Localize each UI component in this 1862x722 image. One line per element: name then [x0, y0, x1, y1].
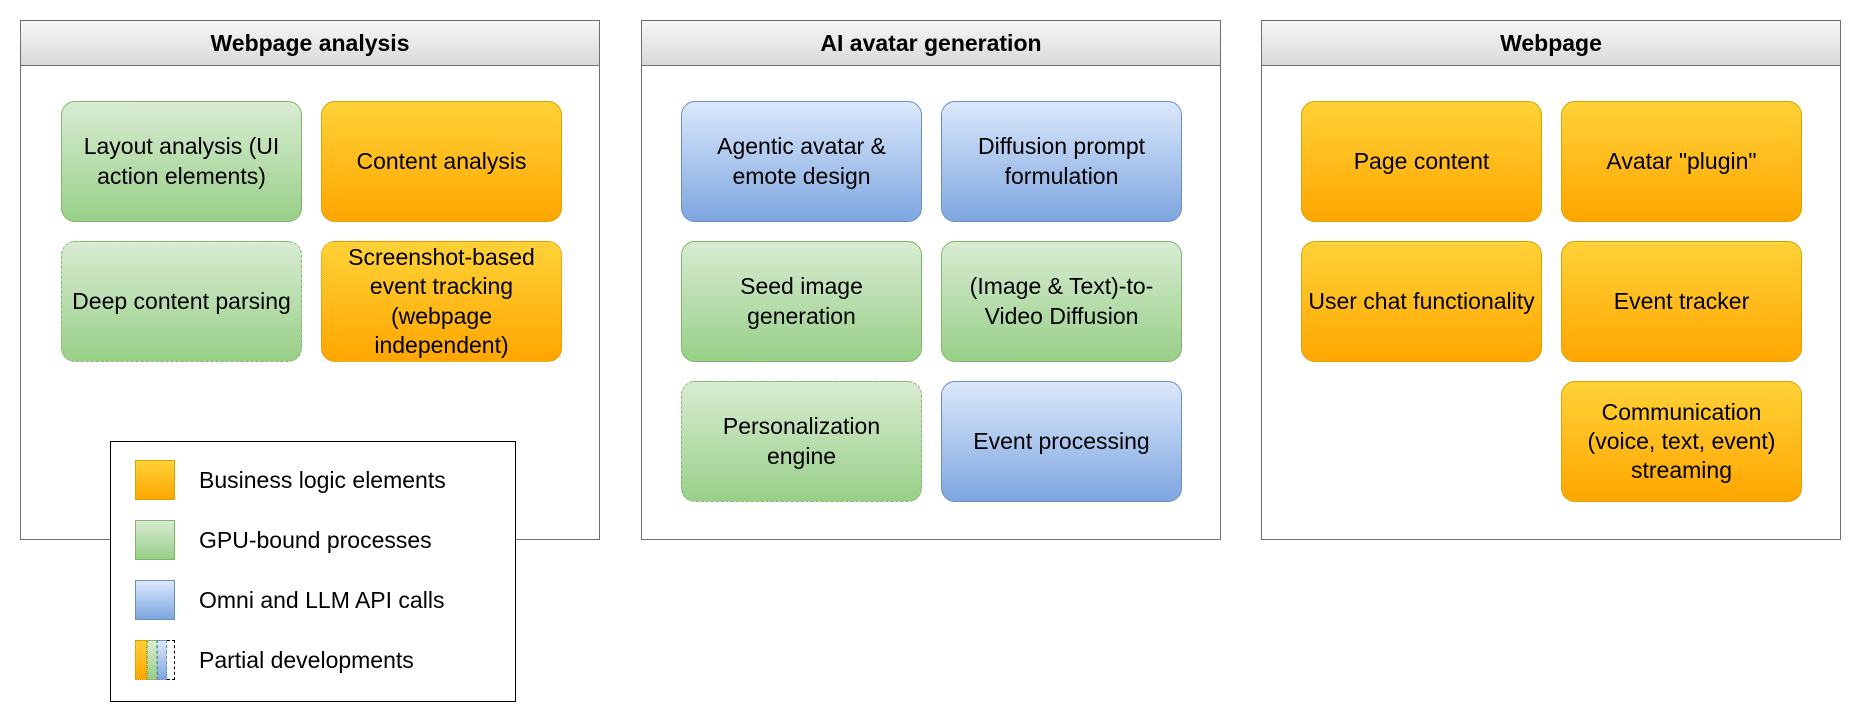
- legend-label: Partial developments: [199, 646, 414, 673]
- card-diffusion-prompt: Diffusion prompt formulation: [941, 101, 1182, 222]
- card-event-processing: Event processing: [941, 381, 1182, 502]
- legend-item-gpu-bound: GPU-bound processes: [111, 520, 432, 560]
- card-avatar-plugin: Avatar "plugin": [1561, 101, 1802, 222]
- legend: Business logic elements GPU-bound proces…: [110, 441, 516, 702]
- card-layout-analysis: Layout analysis (UI action elements): [61, 101, 302, 222]
- card-content-analysis: Content analysis: [321, 101, 562, 222]
- card-user-chat: User chat functionality: [1301, 241, 1542, 362]
- card-image-text-video-diffusion: (Image & Text)-to-Video Diffusion: [941, 241, 1182, 362]
- legend-label: Omni and LLM API calls: [199, 586, 445, 613]
- legend-label: GPU-bound processes: [199, 526, 432, 553]
- swatch-business-logic: [135, 460, 175, 500]
- swatch-api-calls: [135, 580, 175, 620]
- panel-title: Webpage: [1262, 21, 1840, 66]
- card-seed-image-generation: Seed image generation: [681, 241, 922, 362]
- card-screenshot-event-tracking: Screenshot-based event tracking (webpage…: [321, 241, 562, 362]
- card-event-tracker: Event tracker: [1561, 241, 1802, 362]
- swatch-gpu-bound: [135, 520, 175, 560]
- swatch-partial-developments: [135, 640, 175, 680]
- card-communication-streaming: Communication (voice, text, event) strea…: [1561, 381, 1802, 502]
- panel-ai-avatar-generation: AI avatar generation Agentic avatar & em…: [641, 20, 1221, 540]
- legend-item-api-calls: Omni and LLM API calls: [111, 580, 444, 620]
- legend-item-business-logic: Business logic elements: [111, 460, 446, 500]
- panel-title: Webpage analysis: [21, 21, 599, 66]
- panel-webpage: Webpage Page content Avatar "plugin" Use…: [1261, 20, 1841, 540]
- legend-label: Business logic elements: [199, 466, 446, 493]
- card-personalization-engine: Personalization engine: [681, 381, 922, 502]
- card-deep-content-parsing: Deep content parsing: [61, 241, 302, 362]
- card-agentic-avatar-design: Agentic avatar & emote design: [681, 101, 922, 222]
- panel-webpage-analysis: Webpage analysis Layout analysis (UI act…: [20, 20, 600, 540]
- legend-item-partial: Partial developments: [111, 640, 414, 680]
- panel-title: AI avatar generation: [642, 21, 1220, 66]
- card-page-content: Page content: [1301, 101, 1542, 222]
